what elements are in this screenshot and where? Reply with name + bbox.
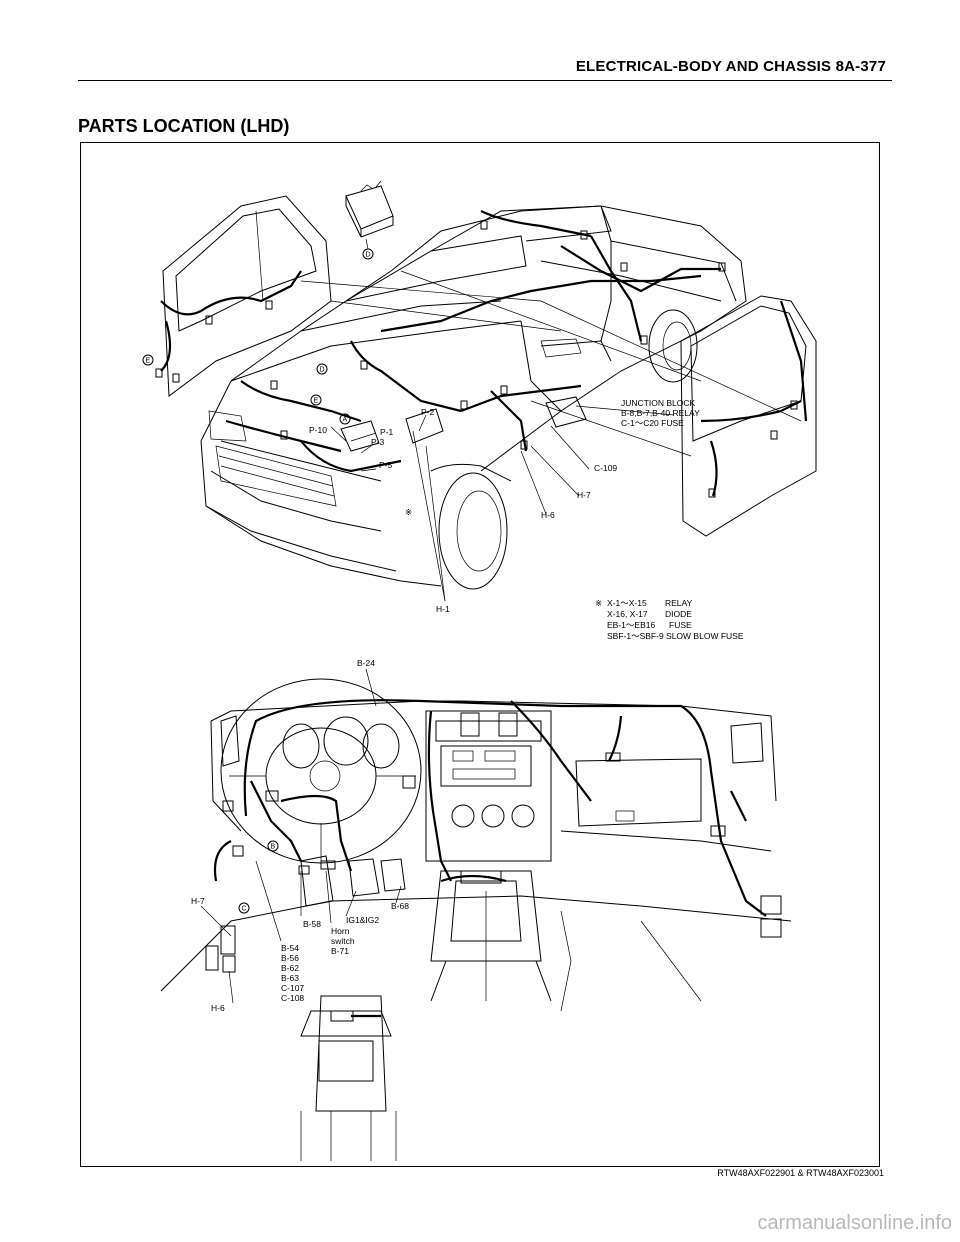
label-b24: B-24: [357, 658, 375, 668]
note-code-1: X-1～X-15: [607, 598, 647, 608]
fuse-label: C-1～C20 FUSE: [621, 418, 684, 428]
figure-code: RTW48AXF022901 & RTW48AXF023001: [717, 1168, 884, 1178]
label-p2: P-2: [421, 407, 435, 417]
diagram-frame: JUNCTION BLOCK B-8,B-7,B-40 RELAY C-1～C2…: [80, 142, 880, 1167]
note-code-4: SBF-1～SBF-9 SLOW BLOW FUSE: [607, 631, 744, 641]
truck-leaders: [330, 238, 675, 602]
header-title: ELECTRICAL-BODY AND CHASSIS 8A-377: [575, 58, 886, 75]
label-dash-h6: H-6: [211, 1003, 225, 1013]
note-mark: ※: [595, 598, 602, 608]
label-horn-3: B-71: [331, 946, 349, 956]
label-dash-h7: H-7: [191, 896, 205, 906]
label-h6: H-6: [541, 510, 555, 520]
wiring-diagram: JUNCTION BLOCK B-8,B-7,B-40 RELAY C-1～C2…: [142, 180, 817, 1161]
label-horn-2: switch: [331, 936, 355, 946]
left-door: [162, 195, 332, 397]
label-c109: C-109: [594, 463, 617, 473]
watermark: carmanualsonline.info: [757, 1212, 952, 1234]
circle-d-mid: D: [320, 367, 325, 374]
circle-d-top: D: [366, 252, 371, 259]
relay-label: B-8,B-7,B-40 RELAY: [621, 408, 700, 418]
dash-circled-refs: B C: [238, 840, 279, 914]
label-p10: P-10: [309, 425, 327, 435]
label-c108: C-108: [281, 993, 304, 1003]
circle-a: A: [343, 417, 348, 424]
label-h1: H-1: [436, 604, 450, 614]
label-b56: B-56: [281, 953, 299, 963]
label-b68: B-68: [391, 901, 409, 911]
label-p1: P-1: [380, 427, 394, 437]
label-b62: B-62: [281, 963, 299, 973]
battery: [345, 180, 394, 238]
label-p3: P-3: [371, 437, 385, 447]
junction-block-label: JUNCTION BLOCK: [621, 398, 695, 408]
note-desc-3: FUSE: [669, 620, 692, 630]
ref-mark: ※: [405, 507, 412, 517]
label-b58: B-58: [303, 919, 321, 929]
dash-harness: [205, 699, 782, 1022]
label-p5: P-5: [379, 460, 393, 470]
circle-e-mid: E: [314, 398, 319, 405]
page-header: ELECTRICAL-BODY AND CHASSIS 8A-377: [78, 54, 892, 81]
label-horn-1: Horn: [331, 926, 350, 936]
dash-leaders: [200, 668, 402, 1004]
dash-labels: B-24 H-7 B-58 IG1&IG2 B-68 Horn switch B…: [191, 658, 409, 1013]
truck-circled-refs: D E D E A: [142, 248, 374, 425]
circle-e-left: E: [146, 358, 151, 365]
note-code-2: X-16, X-17: [607, 609, 648, 619]
page-title: PARTS LOCATION (LHD): [78, 116, 290, 136]
label-ig: IG1&IG2: [346, 915, 379, 925]
note-block: ※ X-1～X-15 RELAY X-16, X-17 DIODE EB-1～E…: [595, 598, 744, 641]
note-desc-2: DIODE: [665, 609, 692, 619]
label-h7: H-7: [577, 490, 591, 500]
label-b63: B-63: [281, 973, 299, 983]
label-b54: B-54: [281, 943, 299, 953]
truck-labels: JUNCTION BLOCK B-8,B-7,B-40 RELAY C-1～C2…: [309, 398, 700, 614]
truck-harness: [155, 210, 808, 498]
note-code-3: EB-1～EB16: [607, 620, 655, 630]
right-door: [680, 295, 817, 537]
dashboard-illustration: [160, 678, 792, 1161]
circle-c: C: [242, 906, 247, 913]
circle-b: B: [271, 844, 276, 851]
note-desc-1: RELAY: [665, 598, 693, 608]
label-c107: C-107: [281, 983, 304, 993]
